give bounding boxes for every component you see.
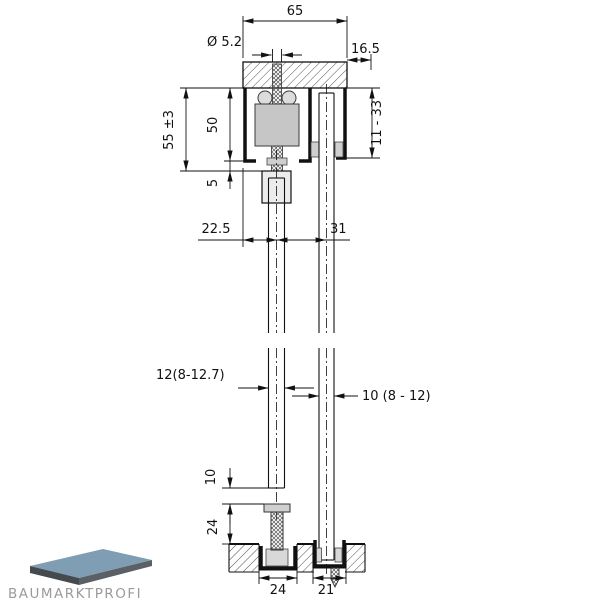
roller-wheel: [257, 90, 273, 106]
dim-system-height: 55 ±3: [162, 110, 177, 150]
channel-shim: [316, 547, 322, 563]
roller-carriage: [254, 63, 300, 175]
brand-logo: BAUMARKTPROFI: [8, 549, 152, 600]
guide-shoe: [265, 548, 289, 567]
ceiling-section: [242, 61, 348, 89]
guide-bolt: [270, 511, 284, 551]
door-panel: [267, 150, 286, 524]
dim-panel-axis-distance: 31: [330, 222, 347, 237]
dim-door-glass-thickness: 12(8-12.7): [156, 368, 225, 383]
dim-door-axis: 22.5: [202, 222, 231, 237]
dim-track-height: 50: [206, 117, 221, 134]
ceiling-screw: [272, 63, 282, 105]
clamp-wedge-left: [310, 141, 320, 158]
logo-roof-edge-icon: [30, 566, 79, 585]
dim-hole-diameter: Ø 5.2: [207, 35, 242, 50]
clamp-wedge-right: [334, 141, 344, 158]
logo-roof-icon: [30, 549, 152, 578]
channel-shim: [334, 547, 343, 563]
fixed-panel: [318, 84, 335, 576]
roller-wheel: [281, 90, 297, 106]
guide-plate: [263, 503, 291, 513]
floor-section: [228, 543, 366, 573]
dim-ceiling-clearance: 11 - 33: [370, 100, 385, 146]
dim-fixed-glass-thickness: 10 (8 - 12): [362, 389, 431, 404]
dimensions: 65 Ø 5.2 16.5 55 ±3 50 5 11 - 33: [156, 4, 431, 598]
wall-profile: [310, 88, 347, 160]
floor-guide: [259, 503, 297, 570]
dim-wall-offset: 16.5: [351, 42, 380, 57]
floor-channel: [313, 540, 346, 568]
dim-glass-inset: 5: [206, 179, 221, 187]
logo-text: BAUMARKTPROFI: [8, 586, 142, 600]
logo-roof-edge-icon: [79, 560, 152, 585]
dim-floor-guide-depth: 24: [206, 519, 221, 536]
dim-track-width: 65: [287, 4, 304, 19]
dim-floor-clearance: 10: [204, 469, 219, 486]
adjustment-nut: [266, 157, 288, 166]
dim-floor-channel-width: 21: [318, 583, 335, 598]
dim-floor-recess-width: 24: [270, 583, 287, 598]
